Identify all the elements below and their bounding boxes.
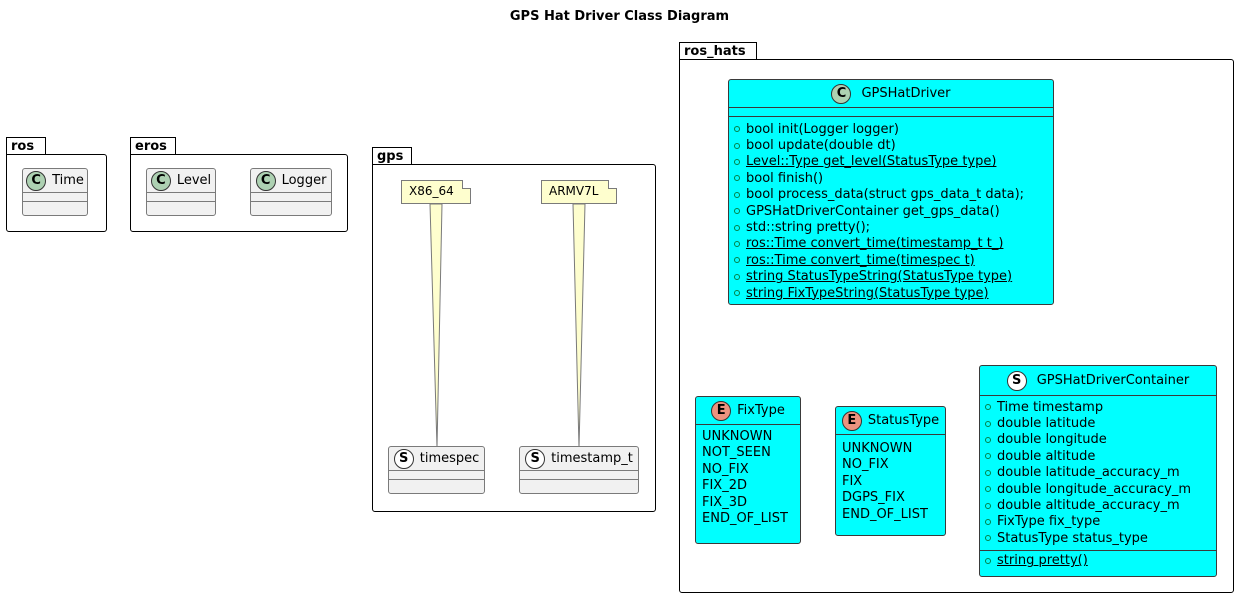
package-tab-eros: eros (130, 137, 176, 155)
struct-icon: S (1006, 370, 1027, 391)
enum-value: UNKNOWN (842, 441, 913, 456)
methods-list: bool init(Logger logger) bool update(dou… (729, 117, 1053, 301)
method-row: bool update(double dt) (729, 137, 1053, 153)
enum-value: UNKNOWN (702, 429, 773, 444)
package-label-eros: eros (135, 139, 167, 154)
enum-icon: E (711, 400, 732, 421)
fields-list: Time timestamp double latitude double lo… (980, 396, 1216, 551)
enum-value: NOT_SEEN (702, 445, 771, 461)
method-row: string pretty() (980, 553, 1216, 569)
field-row: Time timestamp (980, 399, 1216, 415)
method-row: bool process_data(struct gps_data_t data… (729, 187, 1053, 203)
class-name: timespec (419, 451, 480, 466)
class-name: FixType (737, 403, 785, 418)
class-icon: C (150, 170, 171, 191)
package-tab-ros: ros (6, 137, 46, 155)
field-row: double latitude (980, 415, 1216, 431)
field-row: double longitude (980, 432, 1216, 448)
enum-value: END_OF_LIST (702, 510, 788, 526)
method-row: Level::Type get_level(StatusType type) (729, 154, 1053, 170)
method-row: std::string pretty(); (729, 219, 1053, 235)
enum-fix-type[interactable]: E FixType UNKNOWN NOT_SEEN NO_FIX FIX_2D… (695, 396, 801, 544)
method-row: ros::Time convert_time(timestamp_t t_) (729, 236, 1053, 252)
method-row: bool finish() (729, 170, 1053, 186)
class-name: Level (176, 173, 212, 188)
methods-list: string pretty() (980, 551, 1216, 571)
note-tail-x86 (429, 203, 443, 449)
class-name: GPSHatDriver (861, 86, 951, 101)
enum-icon: E (841, 410, 862, 431)
method-row: GPSHatDriverContainer get_gps_data() (729, 203, 1053, 219)
enum-value: NO_FIX (702, 461, 749, 477)
class-level[interactable]: C Level (146, 168, 216, 216)
class-icon: C (255, 170, 276, 191)
class-icon: C (26, 170, 47, 191)
field-row: double longitude_accuracy_m (980, 481, 1216, 497)
note-text: ARMV7L (549, 184, 599, 198)
field-row: double altitude_accuracy_m (980, 497, 1216, 513)
class-name: GPSHatDriverContainer (1036, 373, 1190, 388)
struct-icon: S (393, 448, 414, 469)
struct-timestamp-t[interactable]: S timestamp_t (519, 446, 639, 494)
enum-value: FIX_2D (702, 478, 747, 494)
package-label-ros: ros (11, 139, 35, 154)
method-row: ros::Time convert_time(timespec t) (729, 252, 1053, 268)
note-tail-armv7l (572, 203, 586, 449)
struct-timespec[interactable]: S timespec (388, 446, 485, 494)
class-logger[interactable]: C Logger (250, 168, 332, 216)
enum-value: END_OF_LIST (842, 506, 928, 522)
field-row: double altitude (980, 448, 1216, 464)
method-row: string StatusTypeString(StatusType type) (729, 269, 1053, 285)
enum-values: UNKNOWN NO_FIX FIX DGPS_FIX END_OF_LIST (836, 435, 945, 523)
class-icon: C (831, 83, 852, 104)
enum-status-type[interactable]: E StatusType UNKNOWN NO_FIX FIX DGPS_FIX… (835, 406, 946, 536)
enum-value: NO_FIX (842, 457, 889, 473)
class-time[interactable]: C Time (22, 168, 88, 216)
field-row: double latitude_accuracy_m (980, 465, 1216, 481)
enum-value: FIX (842, 473, 863, 489)
struct-gps-hat-driver-container[interactable]: S GPSHatDriverContainer Time timestamp d… (979, 365, 1217, 577)
enum-values: UNKNOWN NOT_SEEN NO_FIX FIX_2D FIX_3D EN… (696, 425, 800, 527)
class-name: StatusType (867, 413, 940, 428)
class-name: Logger (281, 173, 327, 188)
package-tab-gps: gps (372, 147, 412, 165)
class-name: timestamp_t (551, 451, 633, 466)
package-label-ros-hats: ros_hats (684, 44, 746, 59)
enum-value: DGPS_FIX (842, 490, 905, 506)
enum-value: FIX_3D (702, 494, 747, 510)
class-gps-hat-driver[interactable]: C GPSHatDriver bool init(Logger logger) … (728, 79, 1054, 305)
method-row: bool init(Logger logger) (729, 121, 1053, 137)
package-label-gps: gps (377, 149, 404, 164)
note-x86-64: X86_64 (401, 180, 471, 204)
diagram-title: GPS Hat Driver Class Diagram (509, 9, 730, 24)
note-text: X86_64 (409, 184, 454, 198)
method-row: string FixTypeString(StatusType type) (729, 285, 1053, 301)
class-name: Time (52, 173, 84, 188)
struct-icon: S (525, 448, 546, 469)
field-row: FixType fix_type (980, 514, 1216, 530)
note-armv7l: ARMV7L (541, 180, 617, 204)
package-tab-ros-hats: ros_hats (679, 42, 757, 60)
field-row: StatusType status_type (980, 530, 1216, 546)
